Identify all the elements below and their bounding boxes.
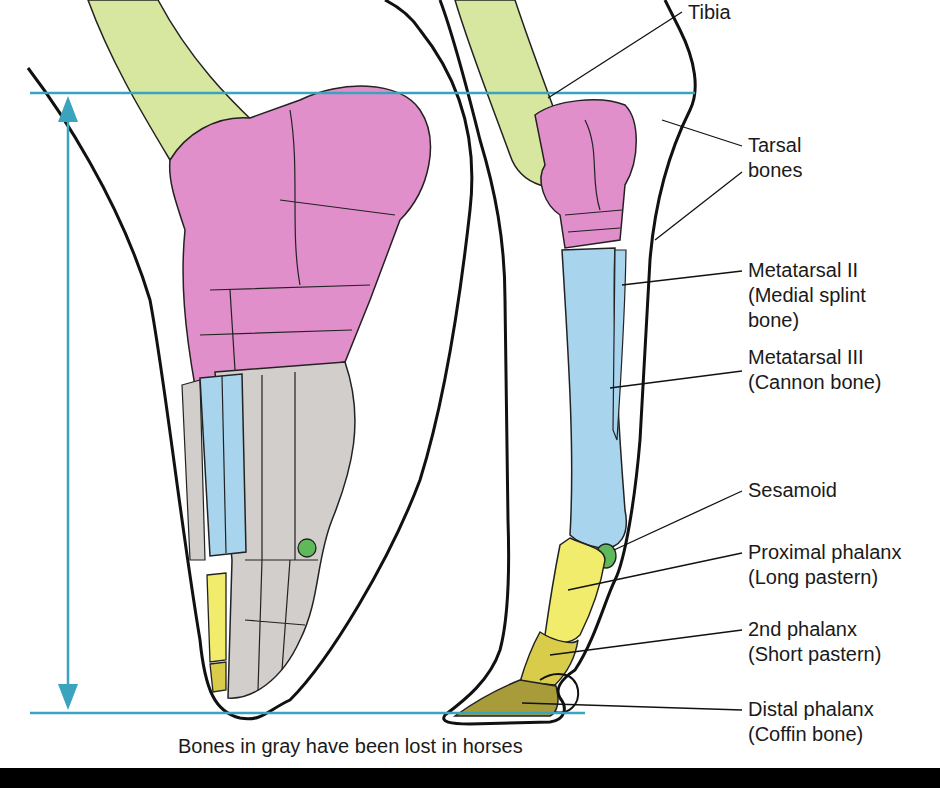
guide-line-bottom bbox=[30, 712, 585, 715]
lost-bone-seams bbox=[245, 372, 318, 690]
human-metatarsal bbox=[200, 374, 246, 556]
human-skin-outline bbox=[28, 0, 472, 719]
human-metatarsal-seam bbox=[222, 376, 226, 553]
height-arrow-head bbox=[58, 96, 78, 122]
horse-tarsal-seams bbox=[565, 120, 622, 232]
human-tarsals bbox=[170, 86, 431, 386]
leader-line bbox=[568, 553, 742, 590]
part-label: Proximal phalanx (Long pastern) bbox=[748, 540, 933, 590]
height-arrow-head bbox=[58, 684, 78, 710]
human-phalanx bbox=[207, 573, 226, 662]
part-label: Sesamoid bbox=[748, 478, 898, 503]
leader-line bbox=[610, 371, 742, 388]
coffin-bone bbox=[455, 680, 558, 716]
part-label: Tarsal bones bbox=[748, 133, 838, 183]
hoof-heel bbox=[540, 674, 578, 713]
part-label: Distal phalanx (Coffin bone) bbox=[748, 697, 908, 747]
leader-lines bbox=[522, 12, 742, 710]
human-sesamoid bbox=[298, 539, 316, 557]
leader-line bbox=[548, 12, 682, 98]
leader-line bbox=[550, 630, 742, 655]
leader-line bbox=[655, 172, 742, 240]
leader-line bbox=[622, 271, 742, 285]
height-arrow-shaft bbox=[67, 112, 70, 694]
horse-tarsals bbox=[535, 100, 636, 248]
part-label: Metatarsal III (Cannon bone) bbox=[748, 345, 918, 395]
part-label: Metatarsal II (Medial splint bone) bbox=[748, 258, 908, 333]
splint-bone bbox=[613, 250, 626, 440]
guide-line-top bbox=[30, 92, 695, 95]
horse-skin-outline bbox=[440, 0, 695, 724]
leader-line bbox=[662, 120, 742, 146]
part-label: 2nd phalanx (Short pastern) bbox=[748, 617, 908, 667]
caption: Bones in gray have been lost in horses bbox=[178, 734, 523, 759]
human-phalanx-distal bbox=[210, 662, 226, 692]
human-tarsal-seams bbox=[200, 110, 395, 370]
cannon-bone bbox=[562, 248, 626, 548]
part-label: Tibia bbox=[688, 0, 768, 25]
leader-line bbox=[522, 703, 742, 710]
footer-bar bbox=[0, 768, 940, 788]
leader-line bbox=[614, 491, 742, 550]
